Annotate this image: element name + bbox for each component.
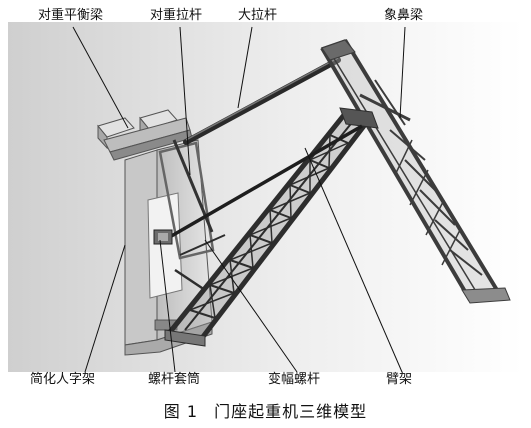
screw-sleeve [153, 229, 173, 245]
boom-lattice [164, 107, 379, 347]
leader-lines [72, 26, 406, 373]
big-tie-rod [183, 57, 341, 145]
label-luffing-screw: 变幅螺杆 [268, 372, 321, 387]
nose-beam-truss [320, 38, 511, 304]
label-big-tie-rod: 大拉杆 [238, 8, 278, 23]
figure-number: 图 1 [163, 402, 199, 421]
label-boom: 臂架 [386, 372, 413, 387]
label-simplified-a-frame: 简化人字架 [30, 372, 96, 387]
counterweight-balance-beam [97, 109, 193, 161]
figure-title: 门座起重机三维模型 [214, 402, 368, 421]
render-background [8, 22, 523, 372]
label-counterweight-balance-beam: 对重平衡梁 [38, 8, 104, 23]
label-counterweight-tie-rod: 对重拉杆 [150, 8, 203, 23]
label-screw-sleeve: 螺杆套筒 [148, 372, 201, 387]
label-nose-beam: 象鼻梁 [384, 8, 424, 23]
figure-caption: 图 1 门座起重机三维模型 [0, 398, 531, 422]
luffing-screw [167, 124, 363, 240]
